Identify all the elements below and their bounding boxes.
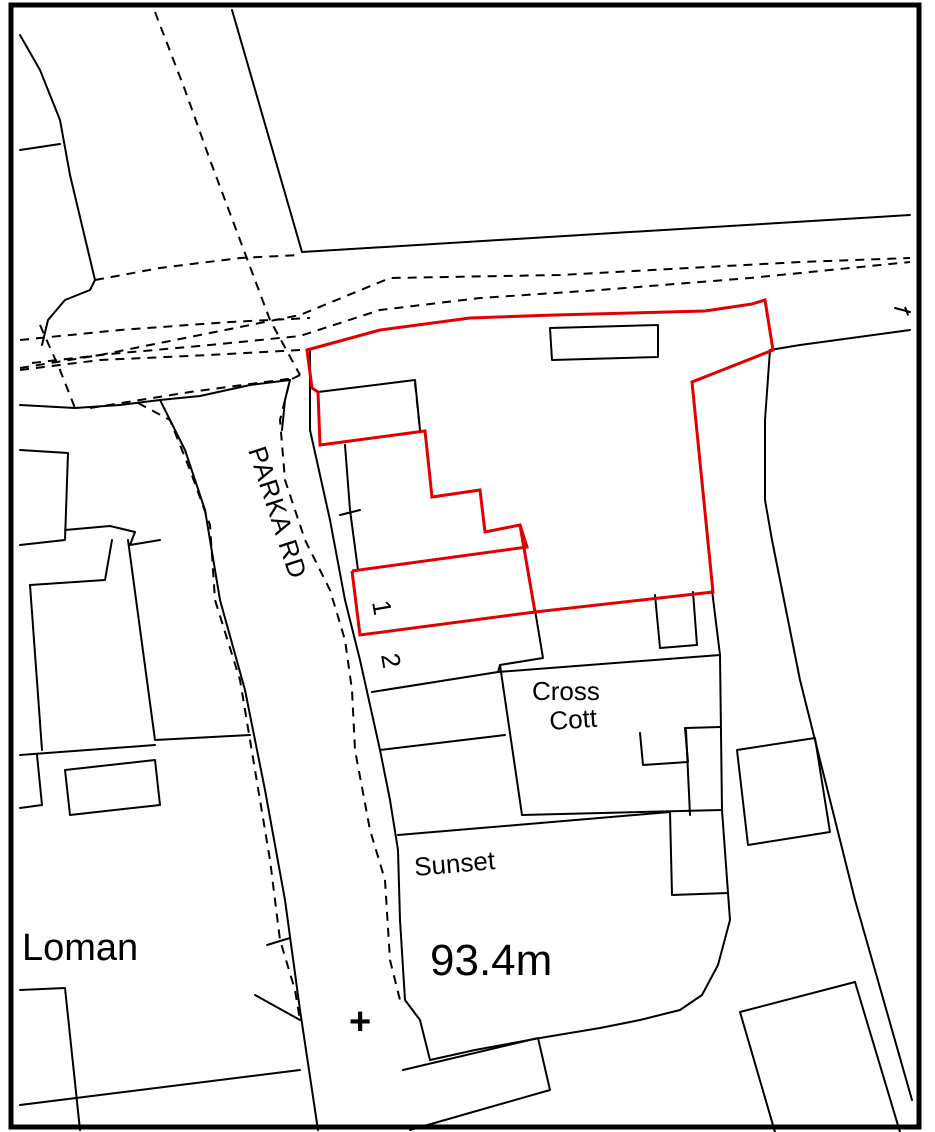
cross-cott-label-line1: Cross — [532, 676, 600, 706]
footpath-dashed-lines — [19, 11, 911, 1021]
sunset-label: Sunset — [413, 845, 497, 882]
benchmark-cross-icon: + — [349, 1001, 371, 1043]
house-number-1-label: 1 — [366, 598, 398, 617]
site-boundary-red-line — [305, 298, 775, 637]
loman-label: Loman — [22, 927, 138, 969]
cross-cott-label-line2: Cott — [548, 703, 598, 736]
spot-height-label: 93.4m — [430, 936, 552, 985]
map-linework — [19, 9, 913, 1132]
house-number-2-label: 2 — [375, 651, 407, 670]
map-frame — [8, 2, 922, 1130]
